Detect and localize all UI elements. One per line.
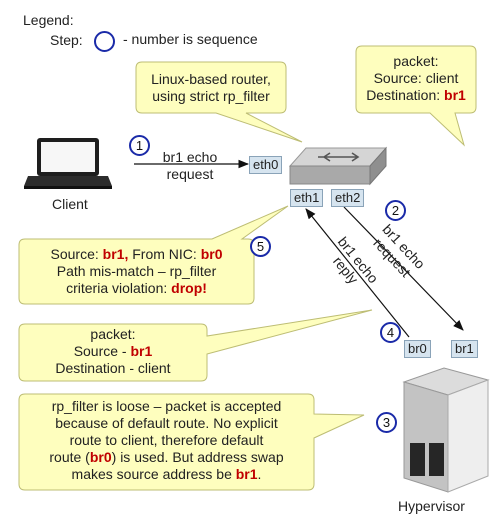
interface-eth2: eth2 (331, 189, 365, 207)
packet-top-callout-text: packet: Source: client Destination: br1 (366, 53, 466, 103)
step-marker-3: 3 (376, 412, 397, 433)
router-callout-text: Linux-based router, using strict rp_filt… (151, 71, 271, 104)
interface-br1: br1 (451, 340, 478, 358)
step-marker-2: 2 (385, 200, 406, 221)
client-label: Client (52, 196, 88, 212)
router-callout-bubble (135, 61, 303, 143)
arrow-echo-request-diagonal (343, 206, 464, 331)
arrow-echo-reply-diagonal (305, 208, 410, 338)
server-icon (402, 367, 490, 493)
step-marker-4: 4 (380, 322, 401, 343)
echo-request-horizontal-label: br1 echo request (162, 149, 218, 182)
packet-mid-callout-text: packet: Source - br1 Destination - clien… (55, 326, 171, 376)
loose-callout-text: rp_filter is loose – packet is accepted … (49, 398, 284, 482)
packet-top-callout-bubble (355, 45, 477, 147)
step-marker-5: 5 (250, 236, 271, 257)
laptop-icon (24, 138, 112, 189)
interface-eth0: eth0 (249, 156, 283, 174)
legend-step-label: Step: (50, 32, 83, 48)
loose-callout-bubble (18, 393, 365, 491)
hypervisor-label: Hypervisor (398, 498, 465, 514)
interface-br0: br0 (404, 340, 431, 358)
legend-title: Legend: (23, 12, 74, 28)
step-marker-1: 1 (129, 135, 150, 156)
router-icon (288, 146, 388, 186)
violation-callout-text: Source: br1, From NIC: br0 Path mis-matc… (50, 246, 223, 296)
interface-eth1: eth1 (290, 189, 324, 207)
legend-step-marker (94, 31, 115, 52)
legend-description: - number is sequence (123, 31, 258, 47)
packet-mid-callout-bubble (18, 309, 373, 382)
